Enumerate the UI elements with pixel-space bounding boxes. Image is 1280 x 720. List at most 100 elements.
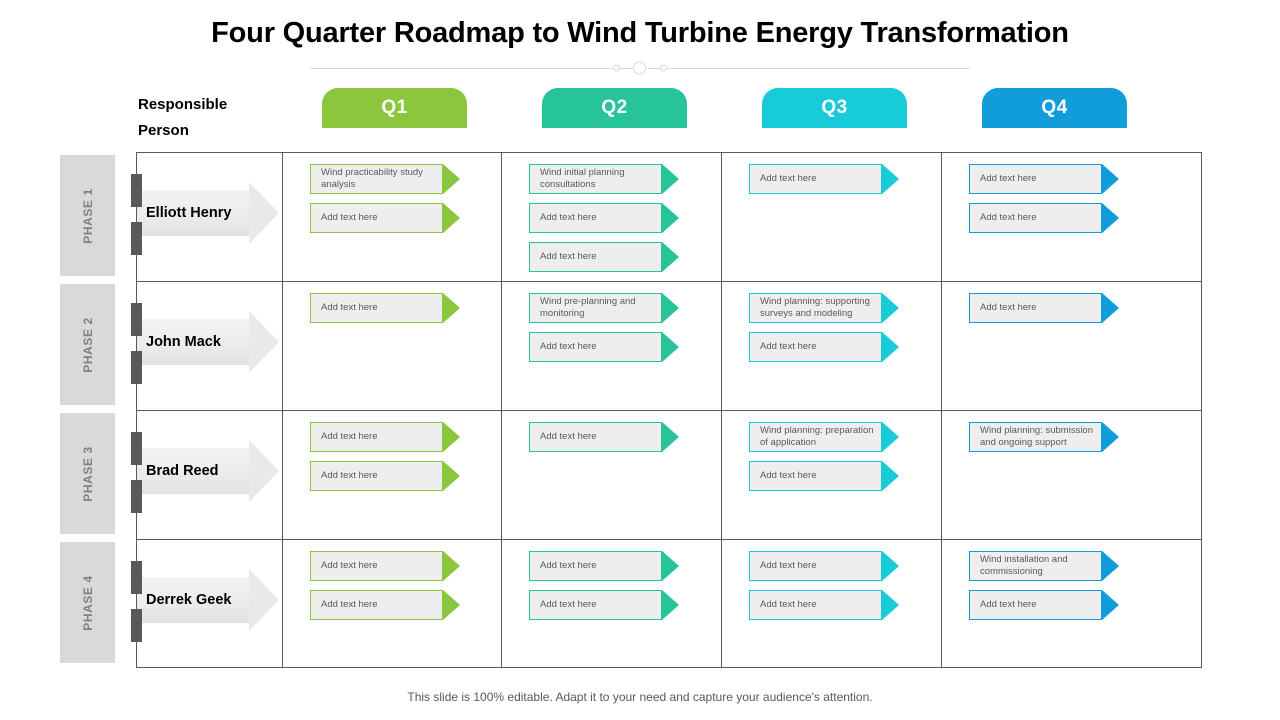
task-box-p4-q2-1[interactable]: Add text here [529, 551, 679, 581]
task-box-body: Add text here [529, 551, 662, 581]
task-box-p3-q3-1[interactable]: Wind planning: preparation of applicatio… [749, 422, 899, 452]
phase-label-block-1: PHASE 1 [60, 155, 115, 276]
task-box-p1-q4-1[interactable]: Add text here [969, 164, 1119, 194]
task-box-p1-q3-1[interactable]: Add text here [749, 164, 899, 194]
task-box-body: Wind initial planning consultations [529, 164, 662, 194]
task-box-p1-q1-1[interactable]: Wind practicability study analysis [310, 164, 460, 194]
phase-tab-marker-2-2 [131, 351, 142, 384]
task-arrow-tip-icon [443, 461, 460, 491]
task-box-p2-q4-1[interactable]: Add text here [969, 293, 1119, 323]
task-box-label: Add text here [540, 559, 597, 571]
task-arrow-tip-icon [662, 590, 679, 620]
task-arrow-tip-icon [443, 422, 460, 452]
quarter-header-q3[interactable]: Q3 [762, 88, 907, 128]
person-arrow-4[interactable]: Derrek Geek [137, 569, 279, 631]
task-box-p4-q3-1[interactable]: Add text here [749, 551, 899, 581]
divider-dot-left [613, 64, 620, 72]
page-title: Four Quarter Roadmap to Wind Turbine Ene… [211, 17, 1069, 49]
title-divider [310, 61, 970, 75]
task-box-body: Add text here [310, 590, 443, 620]
task-box-body: Add text here [749, 164, 882, 194]
quarter-header-label: Q3 [821, 97, 848, 118]
task-arrow-tip-icon [882, 293, 899, 323]
task-box-body: Wind planning: submission and ongoing su… [969, 422, 1102, 452]
task-box-p2-q2-2[interactable]: Add text here [529, 332, 679, 362]
task-box-p3-q4-1[interactable]: Wind planning: submission and ongoing su… [969, 422, 1119, 452]
person-arrow-head-icon [249, 311, 279, 373]
person-arrow-body: John Mack [137, 319, 249, 365]
task-box-p1-q4-2[interactable]: Add text here [969, 203, 1119, 233]
quarter-header-label: Q2 [601, 97, 628, 118]
quarter-header-q2[interactable]: Q2 [542, 88, 687, 128]
task-box-p4-q1-1[interactable]: Add text here [310, 551, 460, 581]
task-arrow-tip-icon [1102, 164, 1119, 194]
task-arrow-tip-icon [443, 590, 460, 620]
task-box-body: Wind planning: preparation of applicatio… [749, 422, 882, 452]
task-box-p3-q1-1[interactable]: Add text here [310, 422, 460, 452]
task-box-body: Add text here [310, 203, 443, 233]
task-arrow-tip-icon [1102, 203, 1119, 233]
task-box-label: Add text here [760, 172, 817, 184]
task-arrow-tip-icon [662, 422, 679, 452]
task-box-p3-q2-1[interactable]: Add text here [529, 422, 679, 452]
task-arrow-tip-icon [882, 422, 899, 452]
phase-label-block-2: PHASE 2 [60, 284, 115, 405]
task-box-p3-q1-2[interactable]: Add text here [310, 461, 460, 491]
task-box-body: Add text here [969, 203, 1102, 233]
task-box-body: Add text here [529, 203, 662, 233]
task-box-p4-q2-2[interactable]: Add text here [529, 590, 679, 620]
task-box-p3-q3-2[interactable]: Add text here [749, 461, 899, 491]
task-box-body: Wind planning: supporting surveys and mo… [749, 293, 882, 323]
divider-dot-right [660, 64, 667, 72]
task-arrow-tip-icon [662, 293, 679, 323]
task-arrow-tip-icon [443, 551, 460, 581]
responsible-line-1: Responsible [138, 96, 228, 113]
task-box-p2-q3-2[interactable]: Add text here [749, 332, 899, 362]
task-arrow-tip-icon [662, 551, 679, 581]
phase-tab-marker-1-2 [131, 222, 142, 255]
task-box-p1-q2-3[interactable]: Add text here [529, 242, 679, 272]
person-arrow-head-icon [249, 440, 279, 502]
task-arrow-tip-icon [882, 551, 899, 581]
task-box-label: Add text here [760, 469, 817, 481]
quarter-header-label: Q4 [1041, 97, 1068, 118]
task-box-p1-q1-2[interactable]: Add text here [310, 203, 460, 233]
task-box-p2-q3-1[interactable]: Wind planning: supporting surveys and mo… [749, 293, 899, 323]
phase-label-text: PHASE 4 [80, 574, 95, 631]
quarter-header-q1[interactable]: Q1 [322, 88, 467, 128]
task-arrow-tip-icon [662, 332, 679, 362]
task-box-p2-q1-1[interactable]: Add text here [310, 293, 460, 323]
task-box-body: Add text here [749, 461, 882, 491]
task-box-p4-q4-1[interactable]: Wind installation and commissioning [969, 551, 1119, 581]
task-arrow-tip-icon [1102, 551, 1119, 581]
task-arrow-tip-icon [443, 164, 460, 194]
task-arrow-tip-icon [443, 203, 460, 233]
person-arrow-3[interactable]: Brad Reed [137, 440, 279, 502]
person-arrow-1[interactable]: Elliott Henry [137, 182, 279, 244]
task-box-p1-q2-2[interactable]: Add text here [529, 203, 679, 233]
task-box-body: Add text here [529, 242, 662, 272]
person-arrow-head-icon [249, 182, 279, 244]
task-box-label: Add text here [321, 559, 378, 571]
person-arrow-body: Derrek Geek [137, 577, 249, 623]
task-box-label: Add text here [321, 430, 378, 442]
task-box-p4-q1-2[interactable]: Add text here [310, 590, 460, 620]
task-arrow-tip-icon [662, 203, 679, 233]
quarter-header-q4[interactable]: Q4 [982, 88, 1127, 128]
task-box-label: Wind planning: supporting surveys and mo… [760, 295, 870, 319]
task-box-label: Add text here [980, 301, 1037, 313]
task-box-p4-q4-2[interactable]: Add text here [969, 590, 1119, 620]
task-box-p2-q2-1[interactable]: Wind pre-planning and monitoring [529, 293, 679, 323]
task-arrow-tip-icon [662, 164, 679, 194]
task-box-p1-q2-1[interactable]: Wind initial planning consultations [529, 164, 679, 194]
task-box-p4-q3-2[interactable]: Add text here [749, 590, 899, 620]
person-name: John Mack [146, 334, 221, 350]
task-box-body: Add text here [310, 422, 443, 452]
task-box-label: Add text here [980, 598, 1037, 610]
phase-tab-marker-1-1 [131, 174, 142, 207]
phase-label-text: PHASE 1 [80, 187, 95, 244]
phase-tab-marker-4-2 [131, 609, 142, 642]
task-box-label: Add text here [760, 598, 817, 610]
person-arrow-2[interactable]: John Mack [137, 311, 279, 373]
